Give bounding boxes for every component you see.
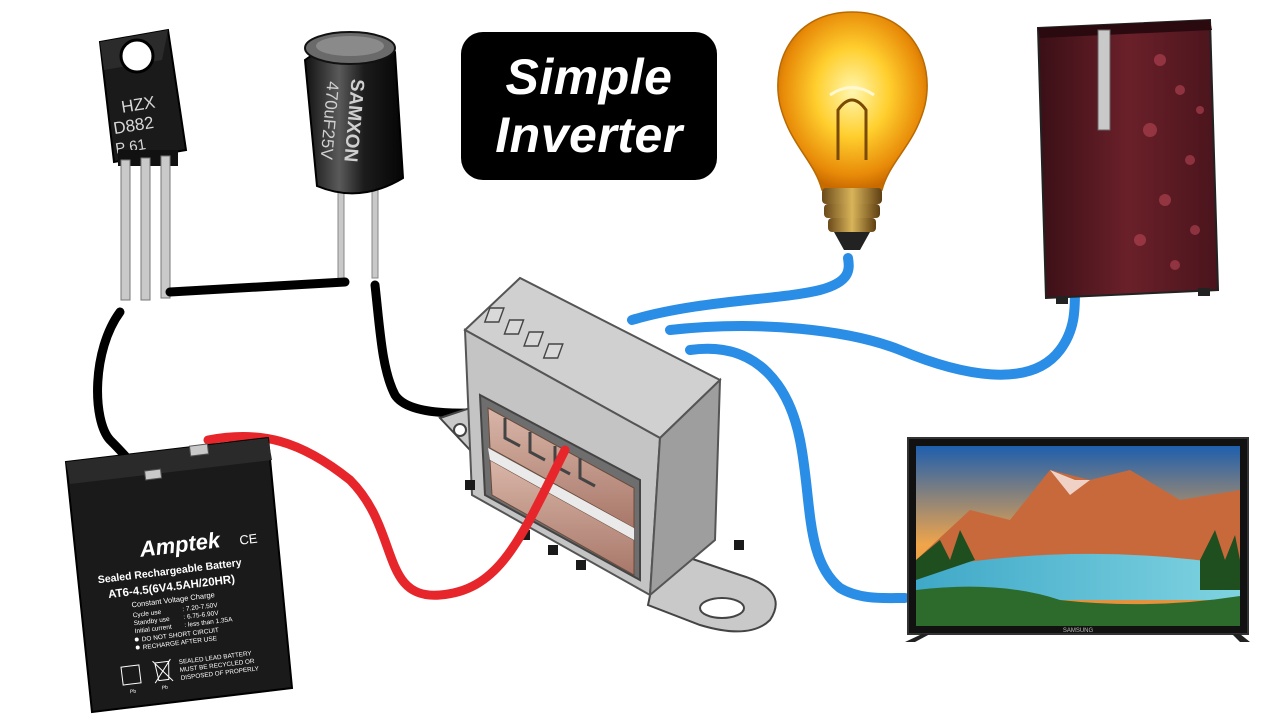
- wire-transistor-capacitor: [165, 277, 350, 297]
- battery-ce-mark: CE: [239, 531, 259, 548]
- refrigerator: [1036, 18, 1220, 304]
- transistor: HZX D882 P 61: [98, 28, 188, 301]
- battery-spec-current-label: Initial current: [134, 624, 172, 636]
- battery-spec-cycle-label: Cycle use: [132, 609, 162, 619]
- blue-wires: [627, 253, 1080, 604]
- battery-spec-cycle-value: : 7.20-7.50V: [182, 602, 219, 613]
- wire-transformer-fridge: [665, 285, 1080, 380]
- light-bulb: [777, 11, 928, 250]
- television: SAMSUNG: [905, 437, 1250, 642]
- tv-brand: SAMSUNG: [1063, 628, 1094, 634]
- wire-battery-transformer-red: [203, 431, 570, 600]
- battery-spec-standby-value: : 6.75-6.90V: [183, 610, 220, 621]
- battery: Amptek CE Sealed Rechargeable Battery AT…: [64, 436, 294, 714]
- title-line-2: Inverter: [495, 107, 683, 163]
- battery-pb-label-1: Pb: [130, 688, 137, 695]
- battery-spec-standby-label: Standby use: [133, 616, 170, 627]
- title-line-1: Simple: [505, 49, 673, 105]
- title-badge: Simple Inverter: [461, 32, 717, 180]
- wire-transformer-tv: [685, 343, 910, 604]
- capacitor: SAMXON 470uF25V: [303, 31, 405, 281]
- wire-transformer-bulb: [627, 253, 854, 325]
- battery-pb-label-2: Pb: [161, 685, 168, 692]
